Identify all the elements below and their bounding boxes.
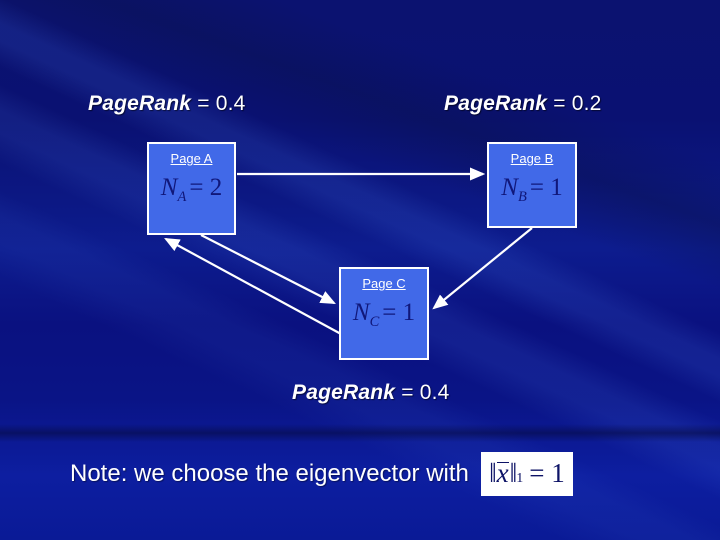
vector-overbar-icon — [496, 461, 509, 464]
node-page-a-eq: = 2 — [189, 174, 223, 201]
edge-page-a-to-page-c — [200, 234, 336, 305]
norm-formula: ‖x‖1= 1 — [489, 460, 565, 487]
norm-bars-left: ‖ — [489, 458, 497, 488]
norm-variable: x — [496, 460, 510, 487]
node-page-a-var: N — [160, 174, 178, 201]
pagerank-label-name-a: PageRank — [88, 92, 192, 115]
node-page-c-formula: NC= 1 — [353, 300, 415, 330]
node-page-b-sub: B — [517, 189, 527, 205]
pagerank-label-name-c: PageRank — [292, 381, 396, 404]
node-page-a-title: Page A — [170, 151, 213, 166]
pagerank-label-value-a: = 0.4 — [197, 92, 246, 115]
node-page-b-var: N — [501, 174, 518, 201]
pagerank-label-value-c: = 0.4 — [401, 381, 450, 404]
norm-subscript: 1 — [516, 470, 524, 486]
edge-page-b-to-page-c — [432, 227, 533, 310]
edge-page-c-to-page-a — [164, 237, 342, 335]
pagerank-label-value-b: = 0.2 — [553, 92, 602, 115]
node-page-a-formula: NA= 2 — [161, 175, 222, 205]
node-page-a[interactable]: Page A NA= 2 — [147, 142, 236, 235]
norm-equals: = 1 — [529, 458, 565, 488]
norm-variable-letter: x — [496, 458, 509, 488]
norm-bars-right: ‖ — [509, 458, 518, 488]
node-page-b[interactable]: Page B NB= 1 — [487, 142, 577, 228]
node-page-c-sub: C — [369, 314, 380, 330]
norm-formula-box: ‖x‖1= 1 — [480, 452, 573, 496]
node-page-a-sub: A — [177, 189, 187, 205]
pagerank-label-page-a: PageRank = 0.4 — [88, 92, 246, 116]
note-text: Note: we choose the eigenvector with — [70, 460, 469, 487]
background-band — [0, 424, 720, 442]
node-page-c[interactable]: Page C NC= 1 — [339, 267, 429, 360]
node-page-b-formula: NB= 1 — [501, 175, 562, 205]
pagerank-label-page-b: PageRank = 0.2 — [444, 92, 602, 116]
node-page-b-title: Page B — [510, 151, 554, 166]
node-page-c-var: N — [352, 299, 370, 326]
node-page-c-eq: = 1 — [382, 299, 416, 326]
pagerank-label-name-b: PageRank — [444, 92, 548, 115]
node-page-c-title: Page C — [362, 276, 406, 291]
pagerank-label-page-c: PageRank = 0.4 — [292, 381, 450, 405]
note-row: Note: we choose the eigenvector with ‖x‖… — [70, 452, 573, 496]
node-page-b-eq: = 1 — [529, 174, 563, 201]
